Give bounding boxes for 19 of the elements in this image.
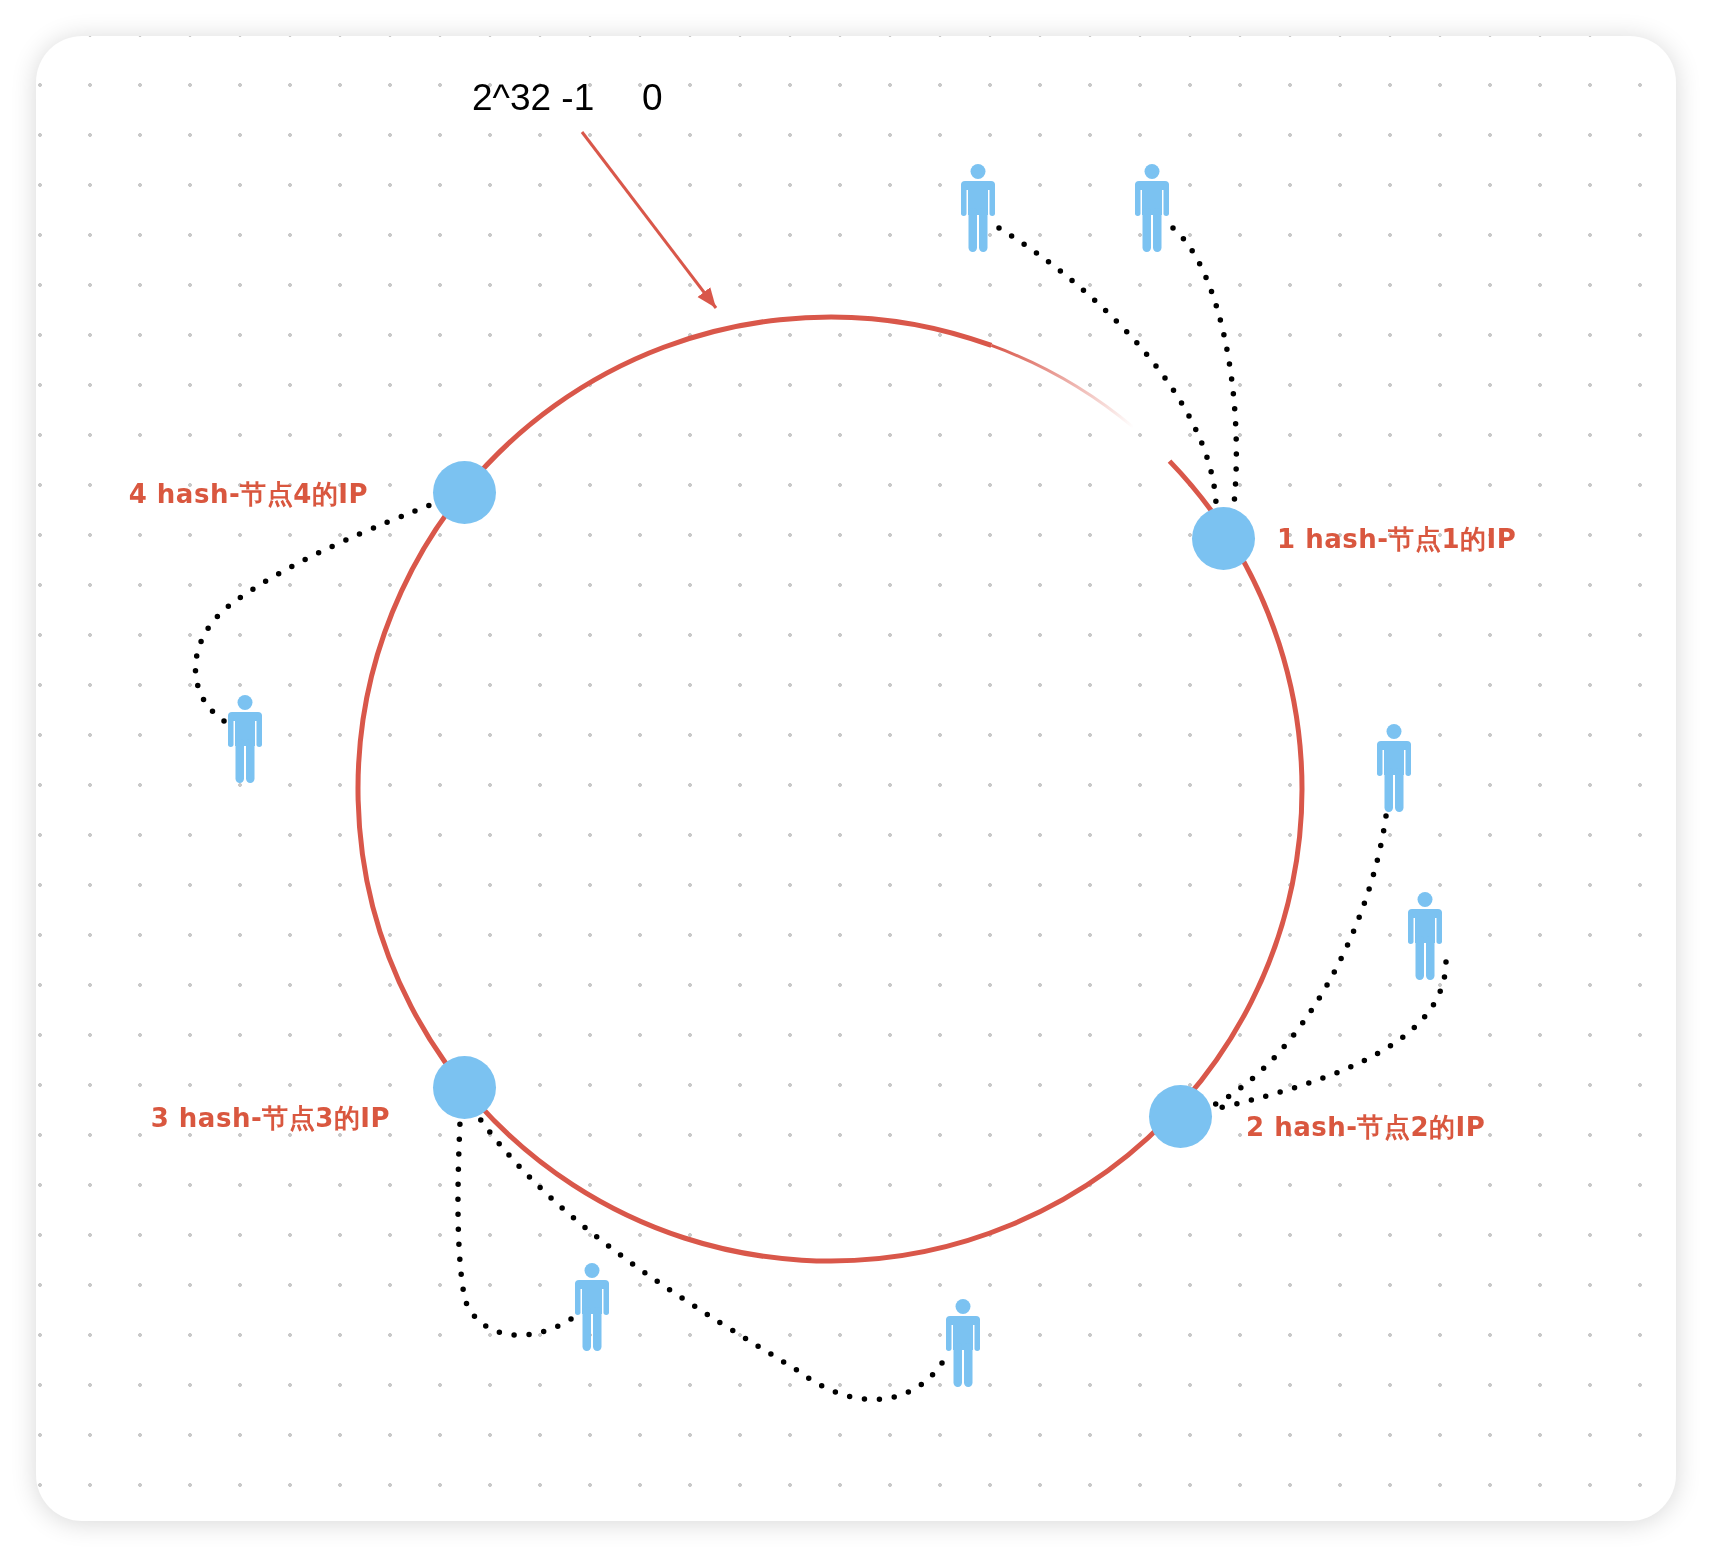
person-icon (1135, 164, 1169, 252)
arrow (580, 131, 718, 309)
node-label: 3 hash-节点3的IP (150, 1103, 390, 1133)
node-label: 2 hash-节点2的IP (1246, 1112, 1486, 1142)
person-icon (946, 1299, 980, 1387)
person-icon (961, 164, 995, 252)
person-icon (1377, 724, 1411, 812)
person-icon (575, 1263, 609, 1351)
dotted-line (455, 1119, 574, 1338)
node-label: 4 hash-节点4的IP (128, 479, 368, 509)
value-label: 2^32 -1 (472, 76, 595, 120)
dotted-line (996, 225, 1219, 506)
dotted-line (477, 1116, 945, 1403)
person-icon (1408, 892, 1442, 980)
dotted-line (192, 502, 433, 724)
dotted-line (1211, 813, 1389, 1108)
node-label: 1 hash-节点1的IP (1277, 524, 1517, 554)
person-icon (228, 695, 262, 783)
value-label: 0 (642, 76, 663, 120)
